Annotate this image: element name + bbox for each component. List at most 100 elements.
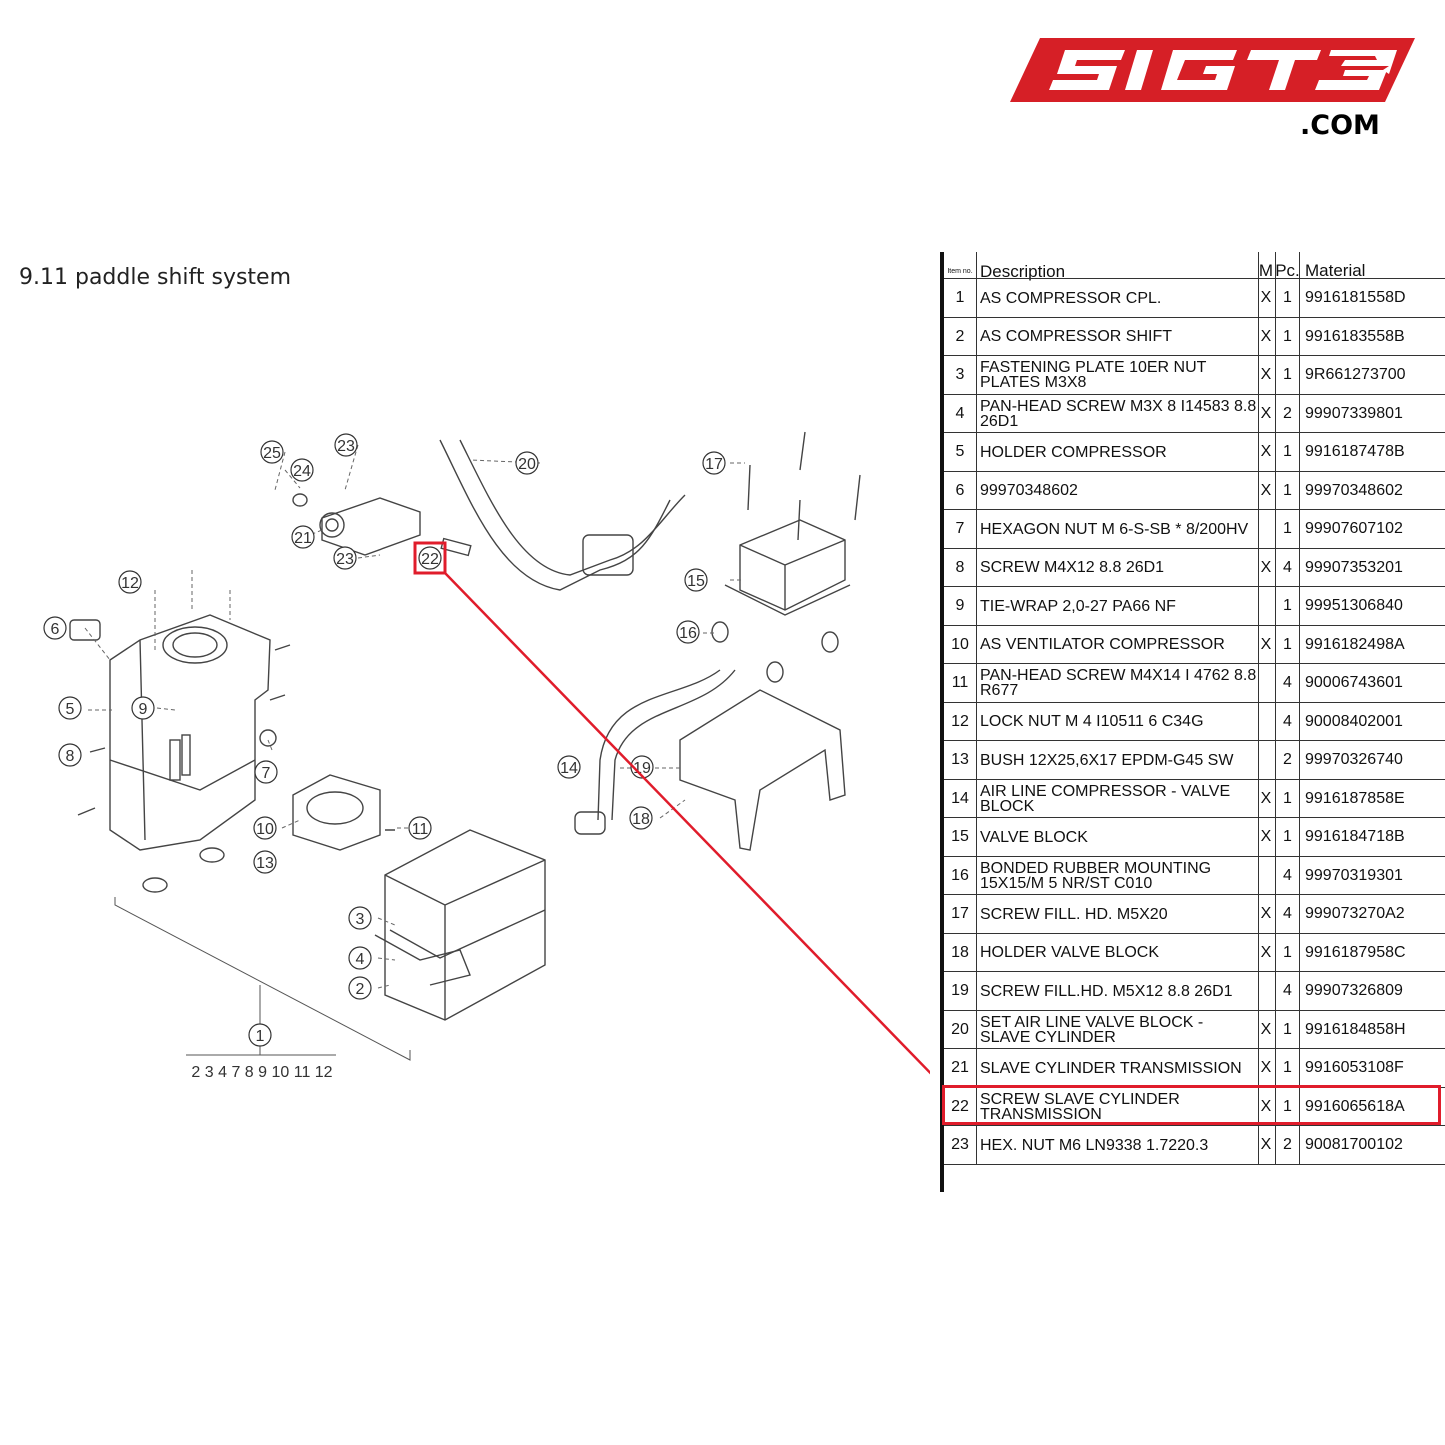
- cell-pc: 1: [1276, 510, 1300, 548]
- callout-16: [676, 620, 700, 644]
- callout-17: [702, 451, 726, 475]
- callout-22-label: 22: [421, 551, 439, 568]
- cell-description: PAN-HEAD SCREW M3X 8 I14583 8.8 26D1: [977, 394, 1259, 433]
- cell-item-no: 16: [944, 856, 977, 895]
- callout-10-label: 10: [256, 821, 274, 838]
- cell-material: 99907353201: [1305, 558, 1403, 576]
- cell-item-no: 13: [944, 741, 977, 779]
- logo-com-text: .COM: [1300, 110, 1380, 141]
- header-m: M: [1257, 252, 1276, 290]
- callout-12: [118, 570, 142, 594]
- cell-item-no: 10: [944, 625, 977, 664]
- callout-4: [348, 946, 372, 970]
- cell-material: 99970319301: [1305, 866, 1403, 884]
- cell-m: X: [1257, 1126, 1276, 1164]
- cell-material: 9916184718B: [1305, 828, 1405, 845]
- callout-1-label: 1: [256, 1028, 265, 1045]
- cell-m: X: [1257, 471, 1276, 510]
- highlight-connector: [444, 572, 930, 1075]
- callout-20: [515, 451, 539, 475]
- callout-22: [418, 546, 442, 570]
- cell-description: AS COMPRESSOR CPL.: [977, 279, 1259, 317]
- cell-m: X: [1257, 1010, 1276, 1049]
- cell-item-no: 9: [944, 587, 977, 625]
- cell-item-no: 5: [944, 433, 977, 471]
- cell-description: LOCK NUT M 4 I10511 6 C34G: [977, 702, 1259, 741]
- highlight-box-22: [413, 541, 447, 575]
- table-header: Item no. Description M Pc. Material: [944, 252, 1445, 290]
- cell-item-no: 3: [944, 356, 977, 394]
- cell-description: HEXAGON NUT M 6-S-SB * 8/200HV: [977, 510, 1259, 548]
- cell-material: 9916184858H: [1305, 1020, 1406, 1038]
- cell-item-no: 21: [944, 1049, 977, 1087]
- cell-description: SCREW SLAVE CYLINDER TRANSMISSION: [977, 1087, 1259, 1126]
- callout-24-label: 24: [293, 463, 311, 480]
- callout-2: [348, 976, 372, 1000]
- cell-material: 9916182498A: [1305, 635, 1405, 653]
- callout-8: [58, 743, 82, 767]
- cell-material: 99907326809: [1305, 982, 1403, 999]
- callout-3: [348, 906, 372, 930]
- cell-description: AS COMPRESSOR SHIFT: [977, 317, 1259, 356]
- cell-description: SCREW FILL. HD. M5X20: [977, 895, 1259, 933]
- callout-20-label: 20: [518, 456, 536, 473]
- callout-23a-label: 23: [337, 438, 355, 455]
- cell-description: 99970348602: [977, 471, 1259, 510]
- callout-1: [248, 1023, 272, 1047]
- cell-description: SCREW FILL.HD. M5X12 8.8 26D1: [977, 972, 1259, 1010]
- cell-m: X: [1257, 1049, 1276, 1087]
- ventilator-shape: [292, 774, 381, 851]
- callout-9-label: 9: [139, 701, 148, 718]
- cell-pc: 4: [1276, 895, 1300, 933]
- cell-m: X: [1257, 317, 1276, 356]
- valve-block-shape: [739, 519, 846, 611]
- callout-8-label: 8: [66, 748, 75, 765]
- table-rule: [940, 252, 944, 1192]
- highlight-row-22: [942, 1085, 1441, 1125]
- cell-description: TIE-WRAP 2,0-27 PA66 NF: [977, 587, 1259, 625]
- cell-pc: 4: [1276, 972, 1300, 1010]
- cell-pc: 1: [1276, 818, 1300, 856]
- cell-item-no: 11: [944, 664, 977, 702]
- callout-21-label: 21: [294, 530, 312, 547]
- cell-item-no: 7: [944, 510, 977, 548]
- cell-m: X: [1257, 356, 1276, 394]
- callout-14: [557, 755, 581, 779]
- cell-pc: 2: [1276, 394, 1300, 433]
- cell-pc: 4: [1276, 856, 1300, 895]
- callout-24: [290, 458, 314, 482]
- cell-item-no: 6: [944, 471, 977, 510]
- cell-pc: 4: [1276, 548, 1300, 587]
- cell-material: 99951306840: [1305, 597, 1403, 614]
- callout-17-label: 17: [705, 456, 723, 473]
- callout-14-label: 14: [560, 760, 578, 777]
- cell-description: VALVE BLOCK: [977, 818, 1259, 856]
- cell-material: 99970348602: [1305, 481, 1403, 499]
- cell-material: 9916183558B: [1305, 327, 1405, 345]
- callout-15: [684, 568, 708, 592]
- cell-m: [1257, 856, 1276, 895]
- cell-material: 99907339801: [1305, 404, 1403, 422]
- cell-pc: 1: [1276, 471, 1300, 510]
- cell-item-no: 18: [944, 933, 977, 972]
- cell-item-no: 14: [944, 779, 977, 818]
- cell-pc: 1: [1276, 356, 1300, 394]
- callout-3-label: 3: [356, 911, 365, 928]
- cell-pc: 1: [1276, 933, 1300, 972]
- cell-m: X: [1257, 394, 1276, 433]
- sigt3-logo: [1010, 38, 1415, 102]
- cell-material: 9916187958C: [1305, 943, 1406, 961]
- cell-item-no: 8: [944, 548, 977, 587]
- header-pc: Pc.: [1275, 252, 1300, 290]
- callout-16-label: 16: [679, 625, 697, 642]
